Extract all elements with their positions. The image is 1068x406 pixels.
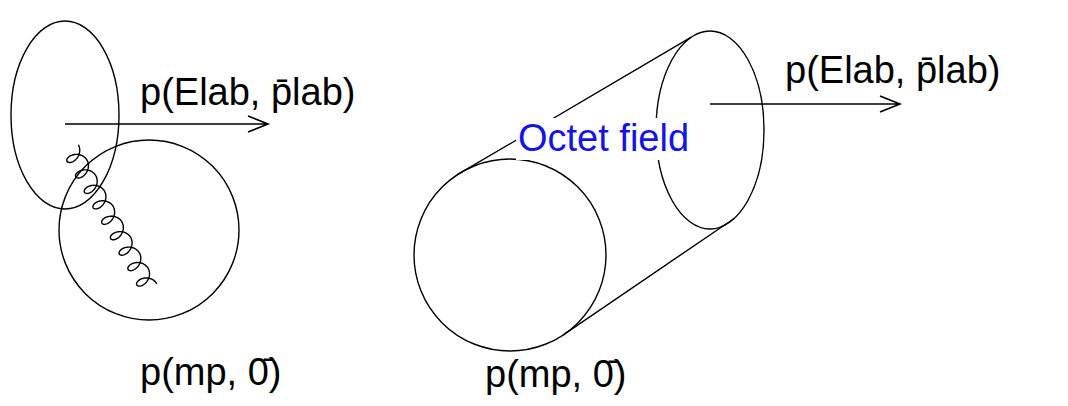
shape-outline [11,21,119,209]
circle-node: p(mp, 0̄) [413,158,607,352]
shape-outline [59,140,239,320]
shape-outline [10,20,120,210]
field-label: Octet field [516,118,691,160]
circle-node: p(mp, 0̄) [58,139,240,321]
momentum-label: p(Elab, p̄lab) [785,50,1000,92]
shape-outline [58,139,240,321]
ellipse-node: p(Elab, p̄lab) [10,20,120,210]
momentum-label: p(mp, 0̄) [140,352,281,394]
momentum-arrow [65,116,268,132]
octet-tube [457,37,735,335]
momentum-arrow [710,96,900,112]
shape-outline [414,159,606,351]
momentum-label: p(mp, 0̄) [485,354,626,396]
shape-outline [413,158,607,352]
gluon-line [67,145,157,286]
momentum-label: p(Elab, p̄lab) [140,72,355,114]
